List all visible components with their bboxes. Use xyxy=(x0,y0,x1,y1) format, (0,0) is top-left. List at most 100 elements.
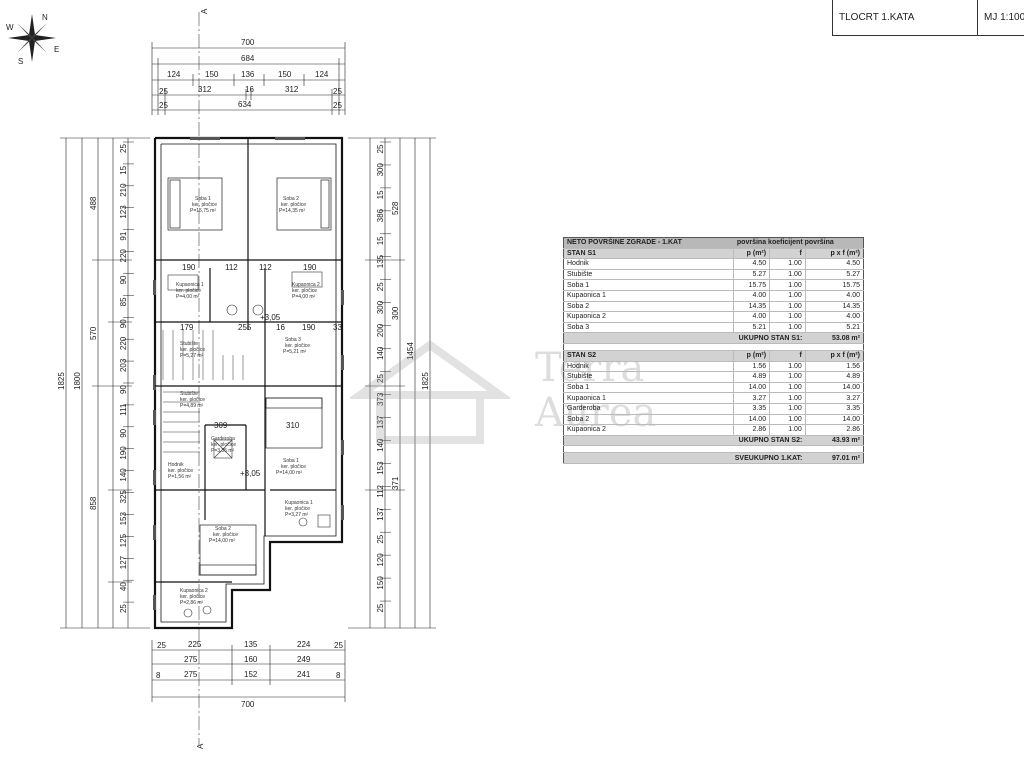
bottom-dim-8b: 8 xyxy=(336,671,341,680)
row-f: 1.00 xyxy=(769,414,806,426)
left-dims-inner-18: 125 xyxy=(119,533,128,547)
table-spacer xyxy=(563,445,864,454)
svg-text:P=2,86 m²: P=2,86 m² xyxy=(180,600,204,606)
compass-n: N xyxy=(42,13,48,22)
left-dims-inner-1: 15 xyxy=(119,165,128,174)
left-dims-inner-0: 25 xyxy=(119,144,128,153)
left-dims-inner-10: 203 xyxy=(119,358,128,372)
room-kup2-s2: Kupaonica 2 ker. pločice P=2,86 m² xyxy=(180,588,208,606)
right-dims-inner-11: 373 xyxy=(376,392,385,406)
top-dim-16: 16 xyxy=(245,85,254,94)
room-kup1-s2: Kupaonica 1 ker. pločice P=3,27 m² xyxy=(285,500,313,518)
room-soba2-s1: Soba 2 ker. pločice P=14,35 m² xyxy=(279,196,306,214)
row-pf: 14.00 xyxy=(805,414,864,426)
grand-total-value: 97.01 m² xyxy=(805,452,864,464)
row-pf: 1.56 xyxy=(805,361,864,373)
table-title: NETO POVRŠINE ZGRADE - 1.KAT xyxy=(563,237,734,249)
row-p: 4.00 xyxy=(733,311,771,323)
left-dims-inner-17: 153 xyxy=(119,512,128,526)
header-col3: površina xyxy=(804,239,834,247)
room-soba1-s1: Soba 1 ker. pločice P=15,75 m² xyxy=(190,196,217,214)
row-f: 1.00 xyxy=(769,301,806,313)
table-subtotal-row: UKUPNO STAN S2:43.93 m² xyxy=(563,435,864,447)
left-dims-inner-13: 90 xyxy=(119,428,128,437)
row-name: Soba 1 xyxy=(563,279,735,291)
bottom-dim-25b: 25 xyxy=(334,641,343,650)
right-dims-inner-8: 200 xyxy=(376,323,385,337)
inner-dim-255: 255 xyxy=(238,323,252,332)
svg-text:ker. pločice: ker. pločice xyxy=(292,288,317,294)
row-f: 1.00 xyxy=(769,371,806,383)
svg-text:P=3,35 m²: P=3,35 m² xyxy=(211,448,235,454)
col-f: f xyxy=(769,350,806,362)
compass-s: S xyxy=(18,57,23,66)
top-dim-25d: 25 xyxy=(333,101,342,110)
right-dims-inner-17: 25 xyxy=(376,534,385,543)
svg-text:P=4,00 m²: P=4,00 m² xyxy=(292,294,316,300)
left-dims-inner-2: 210 xyxy=(119,183,128,197)
svg-text:Kupaonica 1: Kupaonica 1 xyxy=(285,500,313,506)
subtotal-label: UKUPNO STAN S2: xyxy=(563,435,806,447)
right-dims-inner-15: 112 xyxy=(376,484,385,497)
left-dims-inner-7: 85 xyxy=(119,297,128,306)
svg-text:P=1,56 m²: P=1,56 m² xyxy=(168,474,192,480)
title-block: TLOCRT 1.KATA MJ 1:100 xyxy=(832,0,1024,36)
row-pf: 14.35 xyxy=(805,301,864,313)
row-p: 4.00 xyxy=(733,290,771,302)
row-pf: 4.00 xyxy=(805,311,864,323)
row-p: 14.00 xyxy=(733,382,771,394)
room-stub-s1: Stubište ker. pločice P=5,27 m² xyxy=(180,341,205,359)
row-name: Garderoba xyxy=(563,403,735,415)
row-f: 1.00 xyxy=(769,361,806,373)
row-name: Hodnik xyxy=(563,361,735,373)
row-pf: 5.21 xyxy=(805,322,864,334)
inner-dim-310: 310 xyxy=(286,421,300,430)
left-dims-inner-4: 91 xyxy=(119,231,128,240)
svg-text:Soba 2: Soba 2 xyxy=(283,196,299,202)
subtotal-value: 43.93 m² xyxy=(805,435,864,447)
row-name: Stubište xyxy=(563,269,735,281)
top-dim-684: 684 xyxy=(241,54,255,63)
left-dims-inner-3: 123 xyxy=(119,205,128,219)
top-dim-700: 700 xyxy=(241,38,255,47)
inner-dim-190c: 190 xyxy=(302,323,316,332)
top-dim-25c: 25 xyxy=(159,101,168,110)
right-dims-inner-3: 386 xyxy=(376,208,385,222)
section-label: STAN S1 xyxy=(563,248,735,260)
room-soba1-s2: Soba 1 ker. pločice P=14,00 m² xyxy=(276,458,306,476)
left-dims-inner-6: 90 xyxy=(119,275,128,284)
row-pf: 2.86 xyxy=(805,424,864,436)
svg-text:ker. pločice: ker. pločice xyxy=(180,594,205,600)
top-dim-634: 634 xyxy=(238,100,252,109)
right-dims-inner-9: 140 xyxy=(376,346,385,360)
row-p: 3.35 xyxy=(733,403,771,415)
area-table: NETO POVRŠINE ZGRADE - 1.KAT površina ko… xyxy=(563,237,864,464)
bottom-dim-152: 152 xyxy=(244,670,258,679)
row-f: 1.00 xyxy=(769,392,806,404)
row-p: 2.86 xyxy=(733,424,771,436)
svg-text:ker. pločice: ker. pločice xyxy=(281,202,306,208)
bottom-dim-700: 700 xyxy=(241,700,255,709)
right-dims-inner-10: 25 xyxy=(376,374,385,383)
svg-text:ker. pločice: ker. pločice xyxy=(211,442,236,448)
floor-plan: N E S W A A 700 684 124 150 136 150 124 … xyxy=(6,8,436,749)
top-dim-124a: 124 xyxy=(167,70,181,79)
svg-text:ker. pločice: ker. pločice xyxy=(213,532,238,538)
sheet-title: TLOCRT 1.KATA xyxy=(833,0,978,35)
level-mark-mid: +3,05 xyxy=(240,469,261,478)
right-dims-inner-19: 150 xyxy=(376,576,385,590)
svg-text:Hodnik: Hodnik xyxy=(168,462,184,468)
right-dims-inner-14: 153 xyxy=(376,461,385,475)
right-dims-inner-18: 120 xyxy=(376,553,385,567)
col-p: p (m²) xyxy=(733,248,771,260)
inner-dim-309: 309 xyxy=(214,421,228,430)
svg-text:P=4,00 m²: P=4,00 m² xyxy=(176,294,200,300)
